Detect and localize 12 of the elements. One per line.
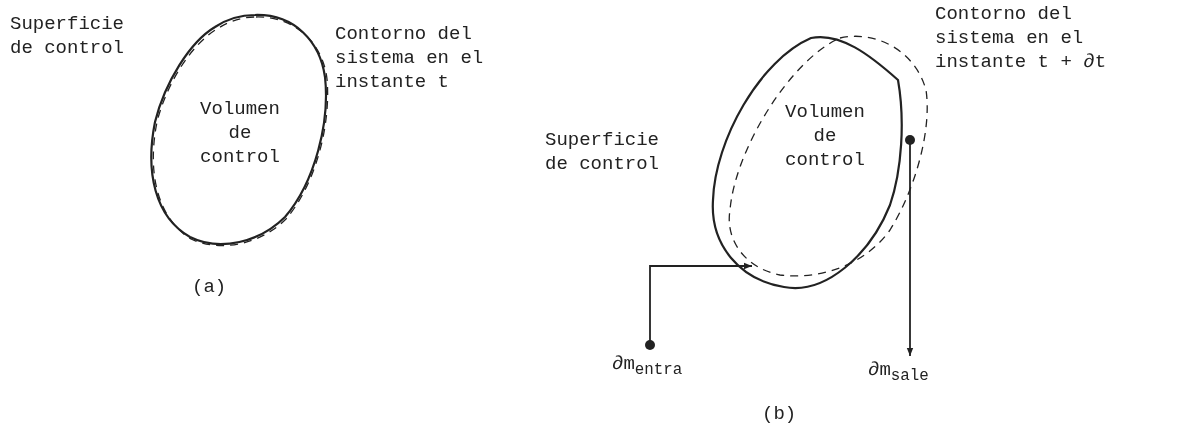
callout-label: Superficie de control [10, 12, 126, 60]
figure-label: (b) [762, 402, 798, 426]
callout-label: Superficie de control [545, 128, 661, 176]
figure-label: (a) [192, 275, 228, 299]
arrow [905, 135, 915, 357]
volume-label: Volumen de control [199, 97, 281, 169]
mass-flow-label: ∂m$_{entra}$ [612, 352, 683, 381]
volume-label: Volumen de control [784, 100, 866, 172]
mass-flow-label: ∂m$_{sale}$ [868, 358, 929, 387]
callout-label: Contorno del sistema en el instante t [335, 22, 485, 94]
callout-label: Contorno del sistema en el instante t + ∂t [935, 2, 1108, 74]
arrow [645, 262, 753, 350]
